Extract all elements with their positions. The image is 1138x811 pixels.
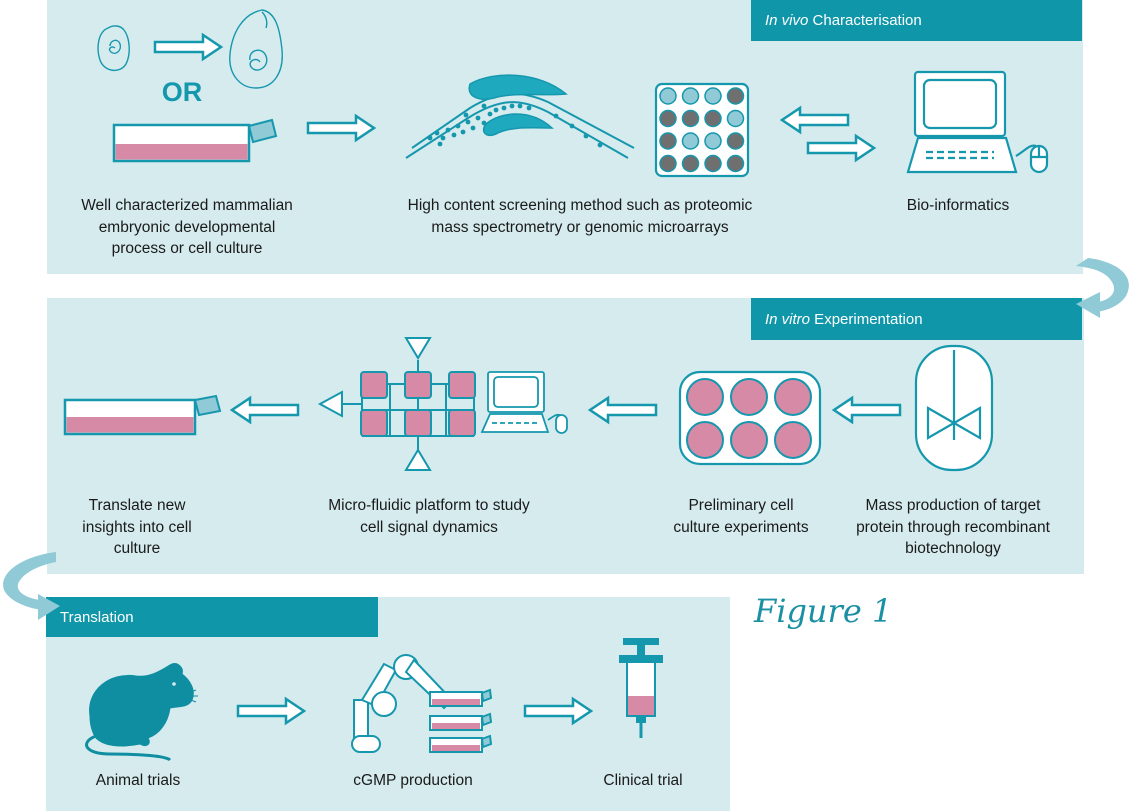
computer-icon — [480, 371, 568, 434]
flask-icon — [63, 394, 222, 436]
microarray-spot — [681, 132, 700, 150]
microarray-spot — [681, 109, 700, 128]
arrow-icon — [780, 106, 850, 134]
arrow-icon — [806, 134, 876, 162]
flask-icon — [112, 118, 278, 163]
microarray-spot — [704, 109, 722, 128]
caption-clinical-trial: Clinical trial — [603, 772, 683, 789]
microarray-spot — [704, 132, 722, 150]
caption-screening: High content screening method such as pr… — [407, 197, 753, 236]
computer-icon — [906, 70, 1049, 174]
microarray-spot — [659, 154, 677, 173]
microarray-spot — [726, 132, 745, 150]
in-vitro-section-tag: In vitro Experimentation — [751, 298, 1082, 340]
microarray-icon — [654, 82, 750, 178]
mass-spec-icon — [405, 74, 635, 159]
in-vitro-panel — [47, 298, 1084, 574]
microarray-spot — [704, 154, 722, 173]
curved-arrow-icon — [1076, 258, 1129, 318]
in-vivo-section-tag: In vivo Characterisation — [751, 0, 1082, 41]
microarray-spot — [681, 87, 700, 105]
rat-icon — [85, 663, 198, 762]
microarray-spot — [726, 87, 745, 105]
arrow-icon — [832, 396, 902, 424]
microarray-spot — [726, 154, 745, 173]
arrow-icon — [153, 33, 223, 61]
caption-bioinformatics: Bio-informatics — [906, 197, 1010, 214]
microarray-spot — [659, 87, 677, 105]
microarray-spot — [659, 132, 677, 150]
arrow-icon — [588, 396, 658, 424]
bioreactor-icon — [914, 344, 994, 472]
arrow-icon — [523, 697, 593, 725]
microarray-spot — [659, 109, 677, 128]
embryo-icon — [229, 9, 283, 89]
arrow-icon — [306, 114, 376, 142]
arrow-icon — [236, 697, 306, 725]
microfluidic-chip-icon — [317, 337, 476, 471]
robot-arm-icon — [351, 654, 493, 753]
curved-arrow-icon — [3, 552, 60, 620]
embryo-icon — [97, 25, 130, 71]
microarray-spot — [704, 87, 722, 105]
syringe-icon — [619, 638, 663, 738]
or-label: OR — [162, 77, 203, 107]
translation-section-tag: Translation — [46, 597, 378, 637]
caption-animal-trials: Animal trials — [95, 772, 181, 789]
microarray-spot — [726, 109, 745, 128]
microarray-spot — [681, 154, 700, 173]
well-plate-icon — [678, 370, 822, 466]
caption-cgmp: cGMP production — [353, 772, 473, 789]
arrow-icon — [230, 396, 300, 424]
figure-label: Figure 1 — [754, 592, 893, 630]
